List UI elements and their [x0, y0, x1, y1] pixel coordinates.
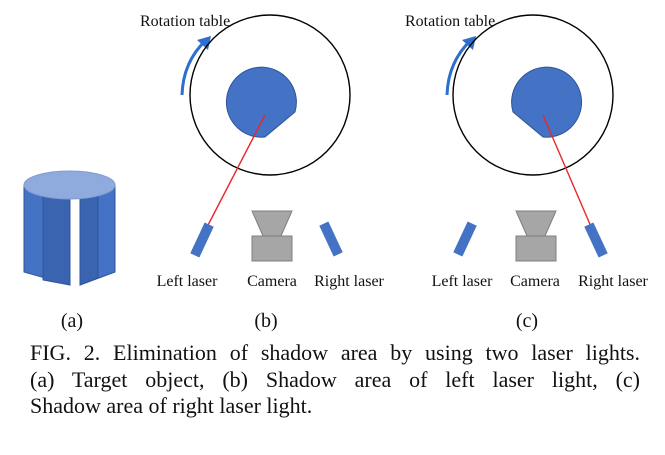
left-laser-device — [190, 222, 214, 258]
left-laser-device — [453, 221, 477, 257]
sublabel-a: (a) — [61, 310, 83, 332]
right-laser-device — [319, 221, 343, 257]
left-laser-label: Left laser — [157, 273, 219, 290]
panel-b: Rotation table Left laser Camera Right l… — [140, 13, 385, 290]
object-fold-left — [42, 187, 71, 286]
figure-caption: FIG. 2. Elimination of shadow area by us… — [30, 340, 640, 420]
rotation-arrowhead-icon — [197, 36, 211, 50]
caption-line-3: Shadow area of right laser light. — [30, 393, 313, 418]
right-laser-label: Right laser — [578, 273, 648, 290]
object-top-view — [225, 66, 297, 138]
right-laser-label: Right laser — [314, 273, 384, 290]
camera-lens — [515, 210, 557, 237]
camera-label: Camera — [510, 273, 560, 290]
target-object — [23, 170, 116, 286]
laser-beam — [542, 114, 593, 230]
rotation-arrowhead-icon — [462, 36, 476, 50]
left-laser-label: Left laser — [432, 273, 494, 290]
caption-line-1: FIG. 2. Elimination of shadow area by us… — [30, 340, 640, 365]
figure-diagram: (a) Rotation table Left laser Camera Rig… — [23, 13, 649, 332]
camera-body — [251, 235, 293, 262]
rotation-table — [189, 14, 351, 176]
panel-c: Rotation table Left laser Camera Right l… — [405, 13, 649, 290]
right-laser-device — [584, 222, 608, 258]
rotation-table — [452, 14, 614, 176]
object-fold-right — [79, 189, 99, 286]
camera-label: Camera — [247, 273, 297, 290]
rotation-arrow-icon — [180, 38, 208, 96]
camera-lens — [251, 210, 293, 237]
caption-line-2: (a) Target object, (b) Shadow area of le… — [30, 366, 640, 392]
sublabel-c: (c) — [516, 310, 538, 332]
laser-beam — [205, 114, 266, 230]
rotation-table-label: Rotation table — [140, 13, 230, 30]
rotation-table-label: Rotation table — [405, 13, 495, 30]
sublabel-b: (b) — [254, 310, 277, 332]
camera-body — [515, 235, 557, 262]
object-top-view — [511, 66, 583, 138]
object-top — [23, 170, 116, 200]
